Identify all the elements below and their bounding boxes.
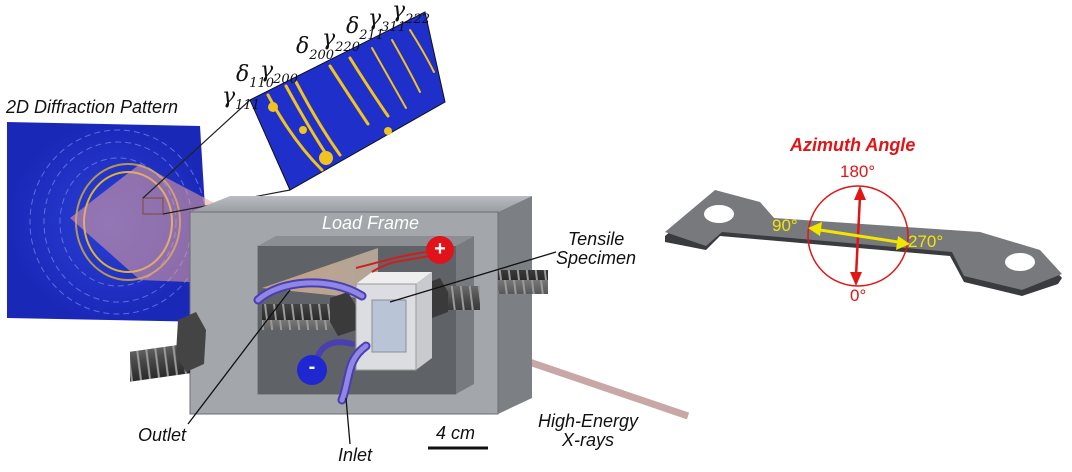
inlet-label: Inlet xyxy=(338,445,373,465)
peak-label: γ222 xyxy=(392,0,430,27)
negative-terminal xyxy=(297,355,327,385)
positive-terminal xyxy=(426,236,454,264)
azimuth-angle-label: Azimuth Angle xyxy=(790,135,916,155)
load-frame-label: Load Frame xyxy=(322,213,420,233)
dogbone-specimen xyxy=(665,190,1062,296)
peak-label: δ110 xyxy=(236,62,275,91)
peak-label: γ111 xyxy=(222,84,260,113)
xrays-label: High-Energy X-rays xyxy=(538,411,639,450)
peak-label: γ200 xyxy=(260,58,298,87)
angle-90: 90° xyxy=(772,216,798,235)
diffraction-pattern-label: 2D Diffraction Pattern xyxy=(6,97,179,117)
azimuth-circle xyxy=(807,185,909,287)
angle-0: 0° xyxy=(850,286,867,305)
plus-sign: + xyxy=(434,238,446,260)
transverse-arrow xyxy=(808,222,910,250)
peak-label: γ311 xyxy=(368,6,406,35)
scale-bar-label: 4 cm xyxy=(436,423,476,443)
angle-270: 270° xyxy=(908,232,944,251)
tensile-specimen-label: Tensile Specimen xyxy=(556,229,637,268)
coolant-tubes xyxy=(253,278,371,405)
peak-label: γ220 xyxy=(322,26,360,55)
sample-cell xyxy=(355,272,432,371)
outlet-label: Outlet xyxy=(138,425,187,445)
zoomed-pattern-inset xyxy=(249,11,446,191)
minus-sign: - xyxy=(308,356,316,378)
peak-label: δ211 xyxy=(346,14,385,43)
peak-label: δ200 xyxy=(296,34,335,63)
angle-180: 180° xyxy=(840,162,876,181)
